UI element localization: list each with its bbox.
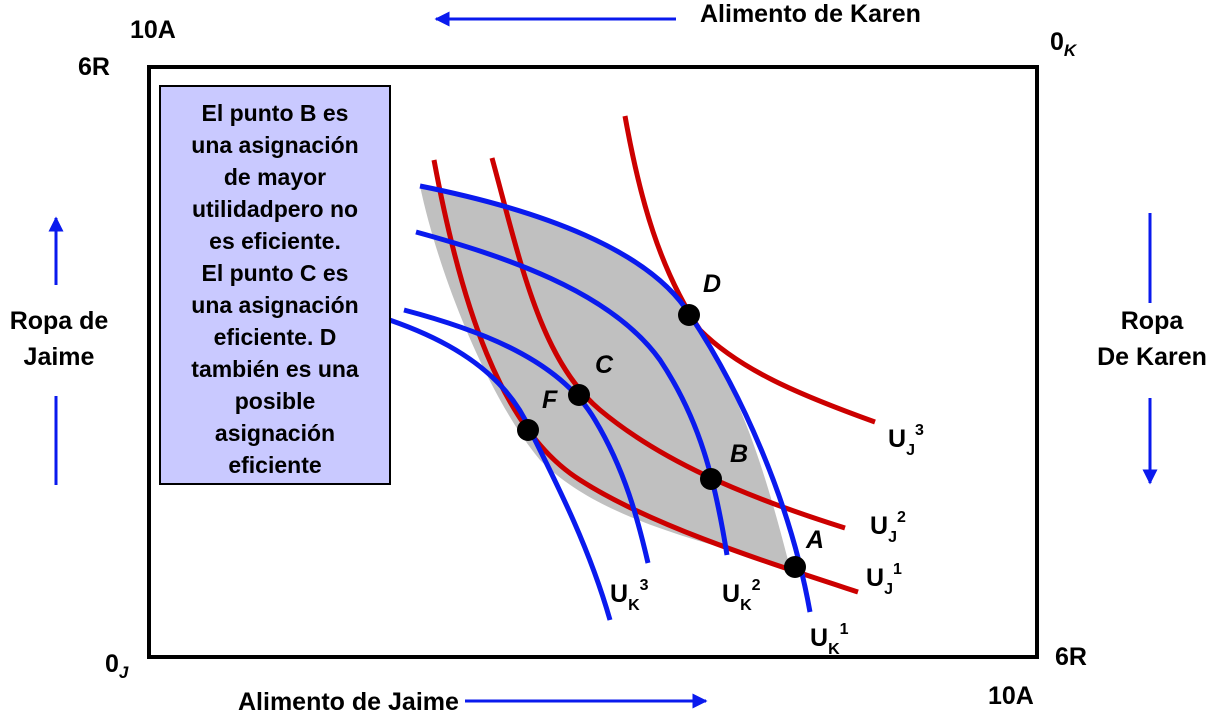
origin-jaime: 0J (105, 650, 129, 682)
note-line: de mayor (223, 164, 327, 190)
origin-karen-main: 0 (1050, 28, 1064, 56)
axis-title-top: Alimento de Karen (700, 0, 921, 28)
origin-karen: 0K (1050, 28, 1077, 60)
axis-title-left-line2: Jaime (23, 343, 95, 371)
curve-uj2 (489, 157, 846, 531)
point-b-label: B (730, 440, 748, 468)
corner-label-6r-top: 6R (78, 53, 110, 81)
label-uk2: UK2 (722, 577, 761, 614)
point-a-marker (784, 556, 806, 578)
axis-title-right: Ropa De Karen (1082, 303, 1222, 375)
label-uj3: UJ3 (888, 422, 924, 459)
label-uj2: UJ2 (870, 509, 906, 546)
note-line: asignación (214, 420, 336, 446)
axis-title-right-line1: Ropa (1120, 307, 1184, 335)
note-line: también es una (191, 356, 359, 382)
curve-uk3a (403, 307, 651, 564)
note-line: eficiente. D (213, 324, 337, 350)
point-c-label: C (595, 351, 614, 379)
corner-label-10a-bottom: 10A (988, 682, 1034, 710)
origin-karen-sub: K (1063, 41, 1077, 60)
axis-title-left: Ropa de Jaime (0, 303, 118, 375)
note-line: es eficiente. (209, 228, 341, 254)
corner-label-6r-bottom: 6R (1055, 643, 1087, 671)
label-uk3: UK3 (610, 577, 649, 614)
note-line: una asignación (191, 132, 359, 158)
point-f-label: F (542, 386, 558, 414)
note-line: El punto C es (201, 260, 349, 286)
axis-title-bottom: Alimento de Jaime (238, 688, 459, 716)
point-d-label: D (703, 270, 721, 298)
edgeworth-box-frame (147, 65, 1039, 659)
note-line: posible (234, 388, 316, 414)
point-b-marker (700, 468, 722, 490)
note-line: utilidadpero no (191, 196, 359, 222)
point-d-marker (678, 304, 700, 326)
point-f-marker (517, 419, 539, 441)
corner-label-10a-top: 10A (130, 16, 176, 44)
point-a-label: A (805, 526, 824, 554)
axis-title-left-line1: Ropa de (9, 307, 109, 335)
axis-title-right-line2: De Karen (1097, 343, 1207, 371)
note-line: El punto B es (201, 100, 349, 126)
origin-jaime-main: 0 (105, 650, 119, 678)
note-line: eficiente (228, 452, 322, 478)
curve-uj1 (431, 159, 859, 595)
note-line: una asignación (191, 292, 359, 318)
explanation-note: El punto B es una asignación de mayor ut… (159, 85, 391, 485)
label-uj1: UJ1 (866, 561, 902, 598)
label-uk1: UK1 (810, 621, 849, 658)
point-c-marker (568, 384, 590, 406)
origin-jaime-sub: J (118, 663, 129, 682)
